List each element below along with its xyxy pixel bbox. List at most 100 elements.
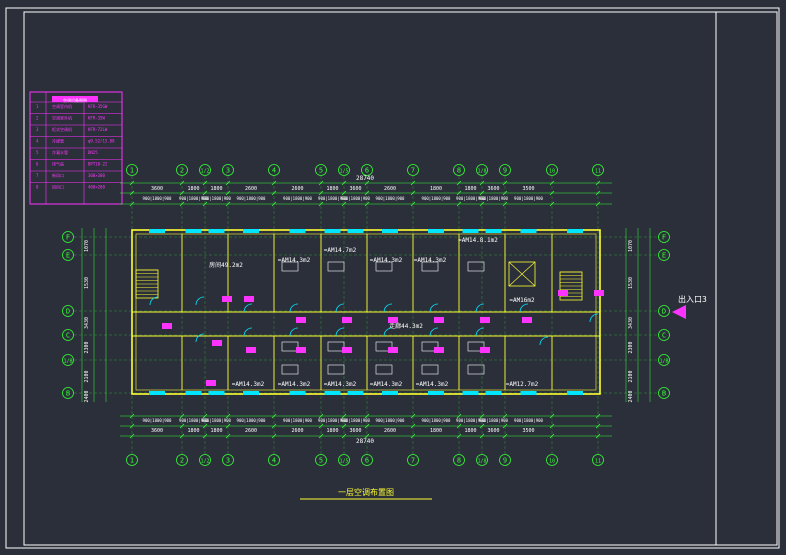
axis-bubble-x [199, 164, 211, 176]
door-swing [429, 303, 439, 313]
window [149, 391, 165, 395]
ac-unit-icon [296, 317, 306, 323]
dimension-tick [595, 413, 601, 419]
dimension-text-detail: 900|1800|900 [237, 418, 266, 423]
dimension-text-detail: 900|1800|900 [283, 418, 312, 423]
axis-bubble-x [199, 454, 211, 466]
dimension-tick [318, 201, 324, 207]
legend-row-no: 7 [36, 173, 39, 178]
legend-row-name: 柜式空调机 [52, 126, 72, 132]
axis-bubble-x [338, 164, 350, 176]
dimension-tick [341, 190, 347, 196]
door-swing [383, 303, 393, 313]
door-swing [149, 296, 159, 306]
axis-bubble-x [361, 164, 373, 176]
overall-dimension-top: 28740 [356, 175, 374, 182]
dimension-tick [271, 180, 277, 186]
door-swing [429, 327, 439, 337]
dimension-text: 2600 [245, 186, 257, 192]
dimension-tick [225, 190, 231, 196]
dimension-tick [341, 180, 347, 186]
drawing-title: 一层空调布置图 [338, 487, 394, 497]
ac-unit-icon [244, 296, 254, 302]
axis-label-x: 1/8 [477, 169, 486, 175]
dimension-text-vertical: 2400 [84, 390, 90, 402]
axis-label-x: 1/2 [200, 169, 209, 175]
window [485, 229, 502, 233]
dimension-text-detail: 900|1800|900 [479, 196, 508, 201]
dimension-tick [595, 190, 601, 196]
axis-bubble-y [62, 231, 74, 243]
room-labels: 房间49.2m2=AM14.3m2=AM14.7m2=AM14.3m2=AM14… [209, 237, 538, 388]
ac-unit-icon [206, 380, 216, 386]
ac-unit-icon [388, 347, 398, 353]
axis-label-x: 4 [272, 457, 276, 465]
dimension-tick [271, 433, 277, 439]
axis-bubble-y [658, 387, 670, 399]
axis-label-x: 5 [319, 167, 323, 175]
legend-row-no: 4 [36, 139, 39, 144]
axis-label-y: B [662, 390, 666, 398]
axis-label-y: D [662, 308, 666, 316]
window [382, 229, 398, 233]
window [567, 391, 583, 395]
entry-arrow: 出入口3 [672, 294, 707, 319]
dimension-text: 1800 [430, 428, 442, 434]
ac-unit-icon [342, 317, 352, 323]
stairwell [135, 269, 159, 299]
legend-row-spec: BPT10-22 [88, 162, 108, 167]
axis-label-x: 11 [595, 169, 601, 175]
axis-bubble-y [658, 231, 670, 243]
dimension-tick [364, 190, 370, 196]
legend-row-spec: KFR-35GW [88, 104, 108, 109]
window [289, 391, 306, 395]
dimension-tick [479, 201, 485, 207]
dimension-tick [364, 423, 370, 429]
dimension-text: 3600 [151, 428, 163, 434]
dimension-tick [456, 433, 462, 439]
door-swing [475, 327, 485, 337]
dimension-tick [549, 423, 555, 429]
dimension-tick [179, 413, 185, 419]
axis-label-y: 1/B [659, 359, 668, 365]
dimension-tick [549, 413, 555, 419]
room-area-label: 房间49.2m2 [209, 261, 243, 269]
dimension-tick [456, 423, 462, 429]
dimension-tick [549, 201, 555, 207]
arrow-icon [672, 305, 686, 319]
dimension-tick [202, 413, 208, 419]
furniture [281, 341, 299, 352]
dimension-text: 1800 [326, 186, 338, 192]
dimension-tick [595, 423, 601, 429]
dimension-text-detail: 900|1800|900 [179, 418, 208, 423]
dimension-tick [410, 413, 416, 419]
dimension-tick [456, 413, 462, 419]
window [185, 391, 202, 395]
stairwell [559, 271, 583, 301]
axis-label-x: 8 [457, 167, 461, 175]
dimension-text-detail: 900|1800|900 [143, 418, 172, 423]
dimension-tick [341, 433, 347, 439]
legend-row-name: 排气扇 [52, 161, 64, 167]
axis-bubble-x [476, 454, 488, 466]
room-area-label: =AM14.3m2 [370, 381, 403, 388]
door-swing [475, 303, 485, 313]
dimension-tick [271, 201, 277, 207]
furniture [375, 341, 393, 352]
window [289, 229, 306, 233]
dimension-tick [318, 433, 324, 439]
door-swing [243, 303, 253, 313]
dimension-text-detail: 900|1800|900 [179, 196, 208, 201]
dimension-tick [456, 180, 462, 186]
dimension-tick [502, 423, 508, 429]
axis-label-x: 7 [411, 457, 415, 465]
window [347, 391, 364, 395]
dimension-text: 2600 [291, 186, 303, 192]
axis-bubble-x [268, 164, 280, 176]
room-area-label: =AM14.3m2 [278, 257, 311, 264]
dimension-tick [479, 413, 485, 419]
dimension-tick [179, 190, 185, 196]
room-area-label: =AM14.3m2 [370, 257, 403, 264]
